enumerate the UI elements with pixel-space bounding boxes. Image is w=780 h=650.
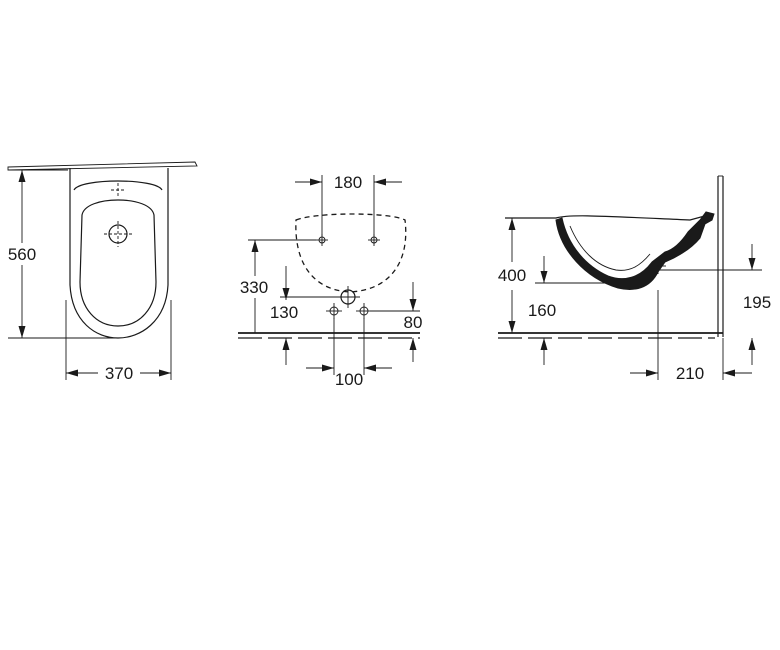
front-view: 560 370 [2,161,198,383]
waste-height-label: 330 [240,278,268,297]
dim-rim-height: 400 [492,217,532,333]
dim-inlet-spacing: 100 [306,318,392,389]
supply-inlet-right-icon [356,303,372,319]
dim-outlet-height: 195 [658,244,771,365]
dim-inlet-height: 130 [270,266,340,365]
projection-label: 210 [676,364,704,383]
side-wall [717,175,724,337]
supply-inlet-left-icon [326,303,342,319]
inlet-height-label: 130 [270,303,298,322]
dim-front-height: 560 [2,169,118,339]
front-tap-hole-icon [111,183,125,197]
front-inner-bowl [79,199,157,327]
side-bowl-inner [569,225,651,271]
dim-tap-spacing: 180 [295,173,402,236]
front-bowl-outline [69,168,169,339]
side-floor-line [498,332,723,339]
waste-level-label: 160 [528,301,556,320]
front-height-label: 560 [8,245,36,264]
front-overflow-icon [104,221,132,247]
dim-projection: 210 [630,290,752,383]
installation-floor-line [238,332,420,339]
side-bowl-section [555,211,715,290]
inlet-spacing-label: 100 [335,370,363,389]
rim-height-label: 400 [498,266,526,285]
tap-spacing-label: 180 [334,173,362,192]
outlet-height-label: 195 [743,293,771,312]
front-width-label: 370 [105,364,133,383]
side-section-view: 400 160 195 210 [492,175,771,383]
side-bowl-rim [505,213,713,221]
front-wall-strip [7,161,198,171]
dim-inlet-offset: 80 [370,282,422,362]
side-siphon-icon [650,258,666,274]
installation-view: 180 330 130 80 [238,173,422,389]
dim-front-width: 370 [65,300,172,383]
installation-dashed-outline [295,213,407,293]
dim-waste-height: 330 [240,239,316,333]
dim-waste-level: 160 [528,256,620,365]
front-bowl-shoulder [73,180,163,191]
inlet-offset-label: 80 [404,313,423,332]
